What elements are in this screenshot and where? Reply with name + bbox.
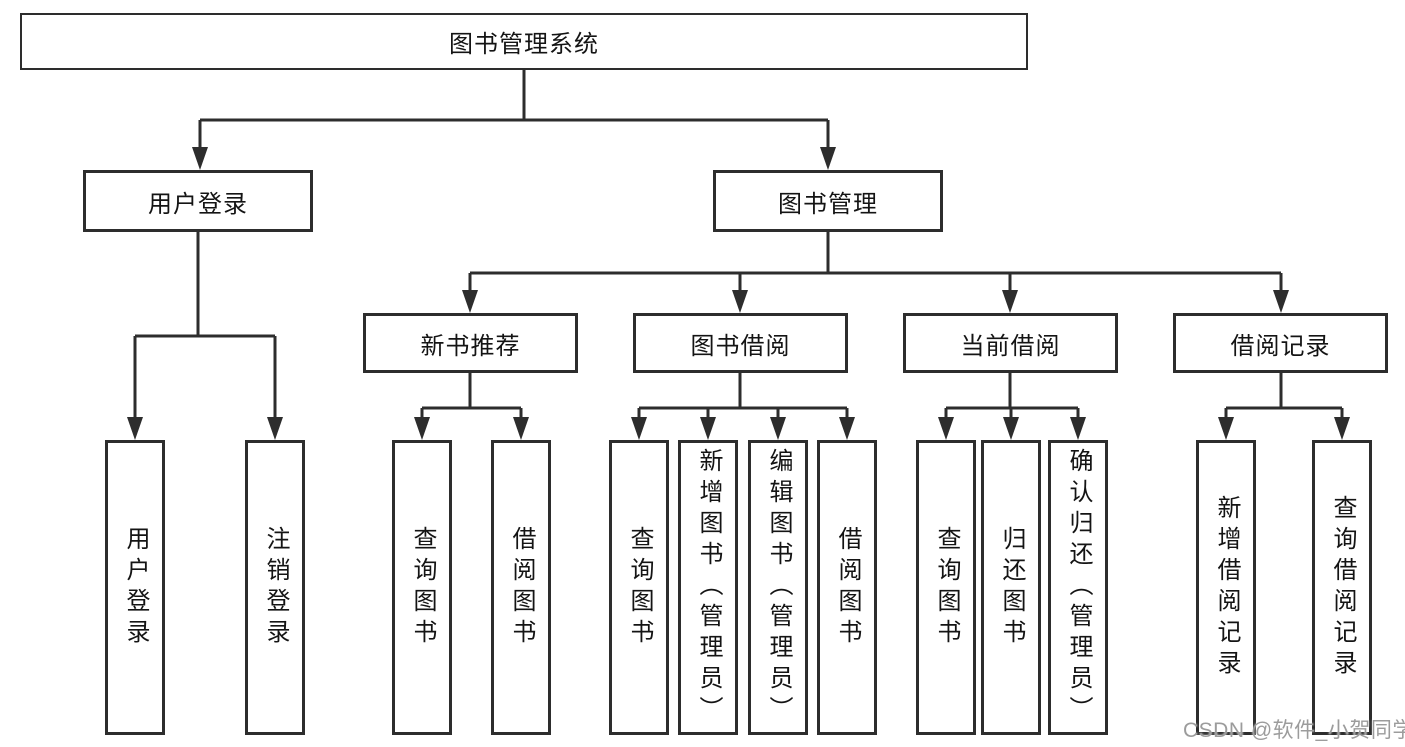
node-user-login: 用户登录 xyxy=(83,170,313,232)
node-borrowing-records: 借阅记录 xyxy=(1173,313,1388,373)
leaf-current-return-books: 归还图书 xyxy=(981,440,1041,735)
node-new-book-recommend: 新书推荐 xyxy=(363,313,578,373)
node-book-management: 图书管理 xyxy=(713,170,943,232)
leaf-records-query-record: 查询借阅记录 xyxy=(1312,440,1372,735)
leaf-user-login: 用户登录 xyxy=(105,440,165,735)
leaf-logout: 注销登录 xyxy=(245,440,305,735)
node-library-system: 图书管理系统 xyxy=(20,13,1028,70)
leaf-borrowing-add-books-admin: 新增图书（管理员） xyxy=(678,440,738,735)
leaf-current-query-books: 查询图书 xyxy=(916,440,976,735)
leaf-borrowing-query-books: 查询图书 xyxy=(609,440,669,735)
leaf-records-add-record: 新增借阅记录 xyxy=(1196,440,1256,735)
csdn-watermark: CSDN @软件_小贺同学 xyxy=(1183,719,1405,742)
leaf-newbooks-query-books: 查询图书 xyxy=(392,440,452,735)
leaf-newbooks-borrow-books: 借阅图书 xyxy=(491,440,551,735)
node-book-borrowing: 图书借阅 xyxy=(633,313,848,373)
node-current-borrowing: 当前借阅 xyxy=(903,313,1118,373)
leaf-current-confirm-return-admin: 确认归还（管理员） xyxy=(1048,440,1108,735)
leaf-borrowing-edit-books-admin: 编辑图书（管理员） xyxy=(748,440,808,735)
leaf-borrowing-borrow-books: 借阅图书 xyxy=(817,440,877,735)
